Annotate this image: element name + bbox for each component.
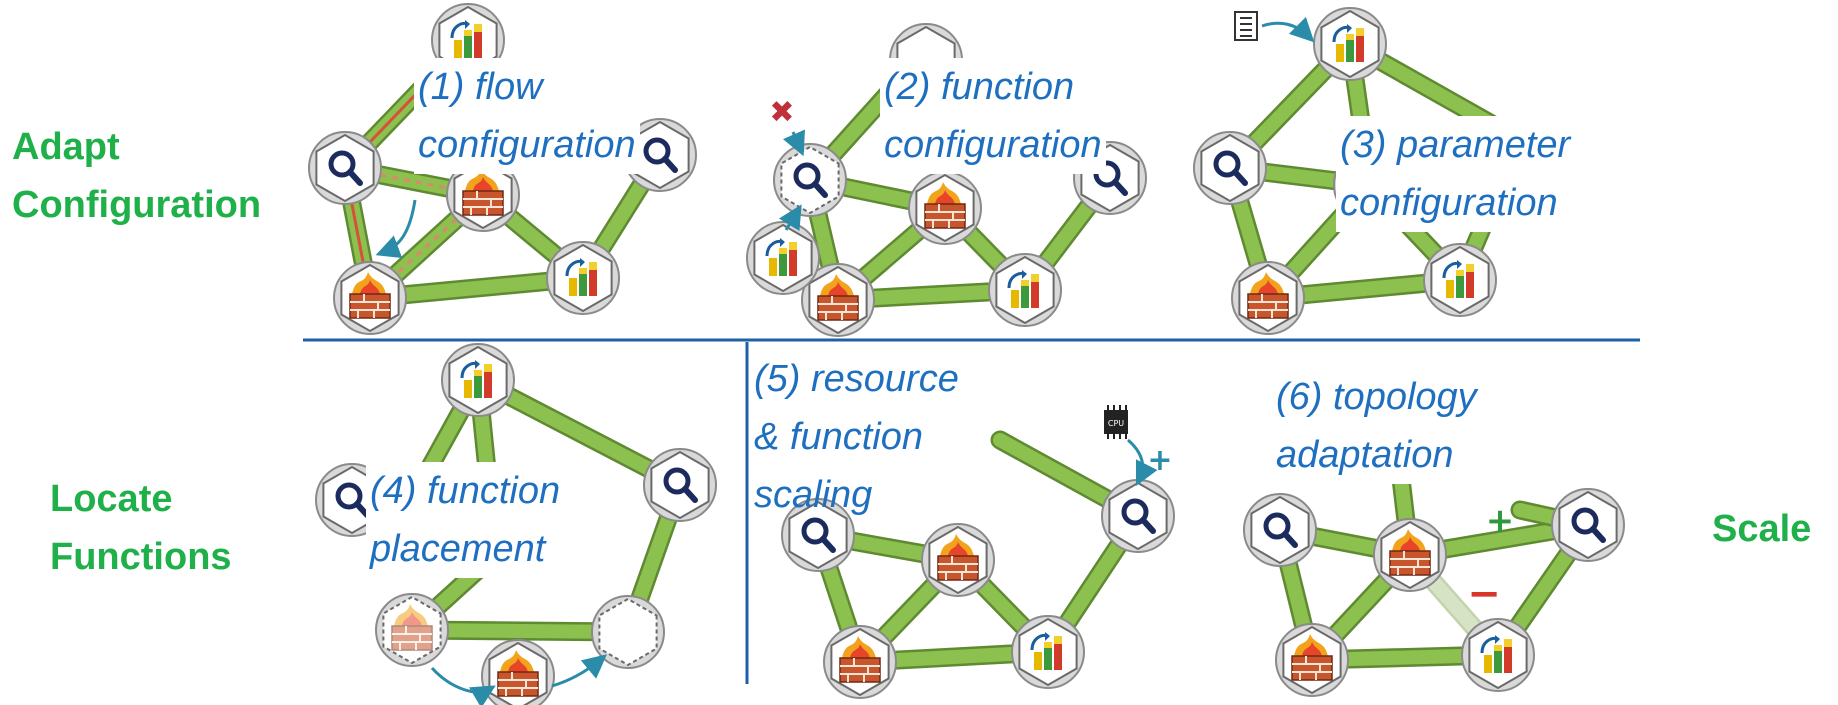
node-empty bbox=[591, 595, 665, 669]
node-lb bbox=[1313, 7, 1387, 81]
arrow bbox=[375, 199, 417, 258]
node-hex bbox=[598, 597, 658, 667]
node-monitor bbox=[1193, 131, 1267, 205]
caption-line: (4) function bbox=[370, 470, 561, 512]
caption-line: (3) parameter bbox=[1340, 124, 1571, 166]
caption-flow-configuration: (1) flow configuration bbox=[414, 58, 640, 174]
node-lb bbox=[546, 241, 620, 315]
caption-line: configuration bbox=[884, 124, 1102, 166]
caption-line: (5) resource bbox=[754, 358, 959, 400]
caption-line: placement bbox=[370, 528, 546, 570]
network-link-fill bbox=[471, 373, 687, 492]
node-lb bbox=[1461, 618, 1535, 692]
node-lb bbox=[1423, 243, 1497, 317]
label-locate-functions: Locate Functions bbox=[50, 470, 232, 586]
arrow bbox=[782, 129, 805, 157]
node-monitor bbox=[623, 118, 697, 192]
label-configuration: Configuration bbox=[12, 184, 262, 226]
node-firewall bbox=[801, 263, 875, 337]
arrow bbox=[1127, 438, 1158, 487]
arrow bbox=[430, 666, 496, 705]
caption-function-configuration: (2) function configuration bbox=[880, 58, 1106, 174]
node-firewall bbox=[1231, 261, 1305, 335]
node-lb bbox=[988, 253, 1062, 327]
node-firewall bbox=[921, 523, 995, 597]
caption-line: adaptation bbox=[1276, 434, 1454, 476]
node-firewall bbox=[446, 158, 520, 232]
node-monitor bbox=[643, 448, 717, 522]
add-resource-icon: + bbox=[1147, 443, 1172, 478]
add-link-icon: + bbox=[1486, 501, 1515, 541]
caption-line: configuration bbox=[418, 124, 636, 166]
remove-icon: ✖ bbox=[769, 95, 794, 130]
node-firewall bbox=[1275, 623, 1349, 697]
caption-line: scaling bbox=[754, 474, 873, 516]
caption-line: (2) function bbox=[884, 66, 1075, 108]
node-firewall bbox=[333, 261, 407, 335]
label-adapt-configuration: Adapt Configuration bbox=[12, 118, 261, 234]
label-scale: Scale bbox=[1712, 508, 1812, 550]
caption-function-placement: (4) function placement bbox=[366, 462, 565, 578]
label-adapt: Adapt bbox=[12, 126, 120, 168]
arrow bbox=[778, 204, 802, 232]
node-monitor bbox=[1101, 479, 1175, 553]
caption-parameter-configuration: (3) parameter configuration bbox=[1336, 116, 1575, 232]
node-monitor bbox=[1243, 493, 1317, 567]
caption-line: & function bbox=[754, 416, 923, 458]
node-monitor bbox=[1551, 488, 1625, 562]
node-firewall bbox=[908, 171, 982, 245]
node-firewall bbox=[375, 593, 449, 667]
caption-line: (1) flow bbox=[418, 66, 543, 108]
nodes-layer bbox=[308, 3, 1625, 705]
node-monitor bbox=[773, 143, 847, 217]
caption-line: (6) topology bbox=[1276, 376, 1477, 418]
node-lb bbox=[441, 343, 515, 417]
caption-resource-function-scaling: (5) resource & function scaling bbox=[750, 350, 963, 524]
node-lb bbox=[746, 221, 820, 295]
node-monitor bbox=[781, 498, 855, 572]
remove-link-icon: − bbox=[1467, 571, 1501, 617]
label-functions: Functions bbox=[50, 536, 232, 578]
label-locate: Locate bbox=[50, 478, 173, 520]
caption-topology-adaptation: (6) topology adaptation bbox=[1272, 368, 1481, 484]
node-firewall bbox=[481, 639, 555, 705]
node-firewall bbox=[823, 625, 897, 699]
annotations-layer: ✖ CPU + + − bbox=[375, 11, 1515, 705]
node-monitor bbox=[308, 131, 382, 205]
arrow bbox=[551, 654, 607, 688]
node-lb bbox=[1011, 615, 1085, 689]
arrow bbox=[1261, 16, 1315, 43]
cpu-chip-label: CPU bbox=[1108, 419, 1124, 428]
node-firewall bbox=[1373, 518, 1447, 592]
caption-line: configuration bbox=[1340, 182, 1558, 224]
